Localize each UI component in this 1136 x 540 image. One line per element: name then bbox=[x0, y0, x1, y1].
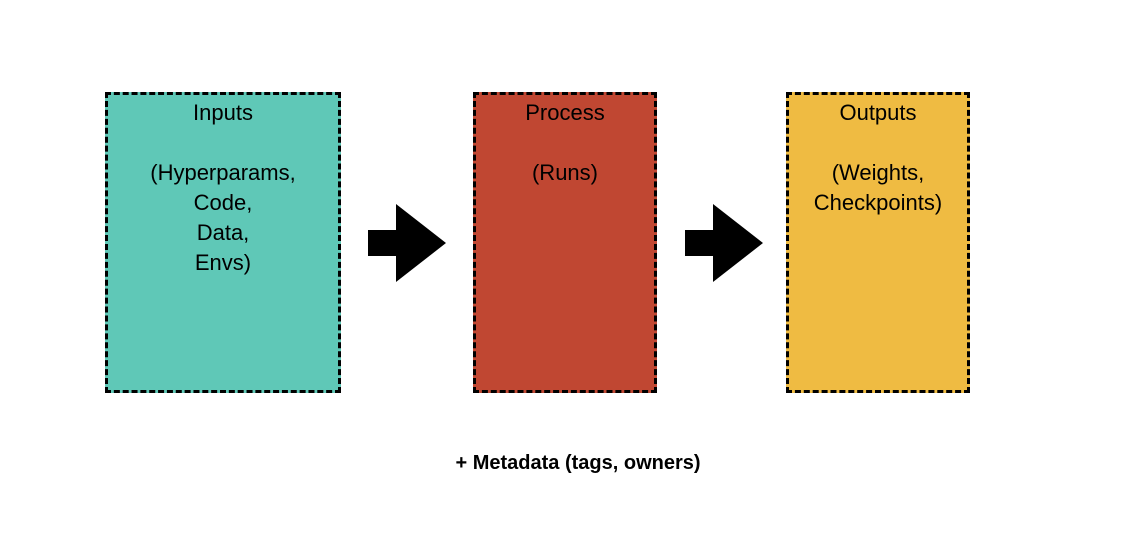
outputs-detail-line: (Weights, bbox=[831, 160, 925, 185]
inputs-detail-line: (Hyperparams, bbox=[150, 160, 296, 185]
process-detail-line: (Runs) bbox=[531, 160, 598, 185]
outputs-detail-line: Checkpoints) bbox=[813, 190, 943, 215]
process-stage-box: Process (Runs) bbox=[473, 92, 657, 393]
right-arrow-icon bbox=[368, 204, 446, 282]
right-arrow-icon bbox=[685, 204, 763, 282]
inputs-stage-box: Inputs (Hyperparams, Code, Data, Envs) bbox=[105, 92, 341, 393]
metadata-note: + Metadata (tags, owners) bbox=[455, 452, 701, 474]
outputs-stage-details: (Weights, Checkpoints) bbox=[789, 158, 967, 218]
inputs-stage-details: (Hyperparams, Code, Data, Envs) bbox=[108, 158, 338, 278]
inputs-detail-line: Envs) bbox=[194, 250, 252, 275]
process-stage-details: (Runs) bbox=[476, 158, 654, 188]
outputs-stage-box: Outputs (Weights, Checkpoints) bbox=[786, 92, 970, 393]
inputs-detail-line: Data, bbox=[196, 220, 250, 245]
inputs-stage-title: Inputs bbox=[193, 100, 253, 125]
process-stage-title: Process bbox=[525, 100, 605, 125]
outputs-stage-title: Outputs bbox=[839, 100, 917, 125]
inputs-detail-line: Code, bbox=[193, 190, 253, 215]
